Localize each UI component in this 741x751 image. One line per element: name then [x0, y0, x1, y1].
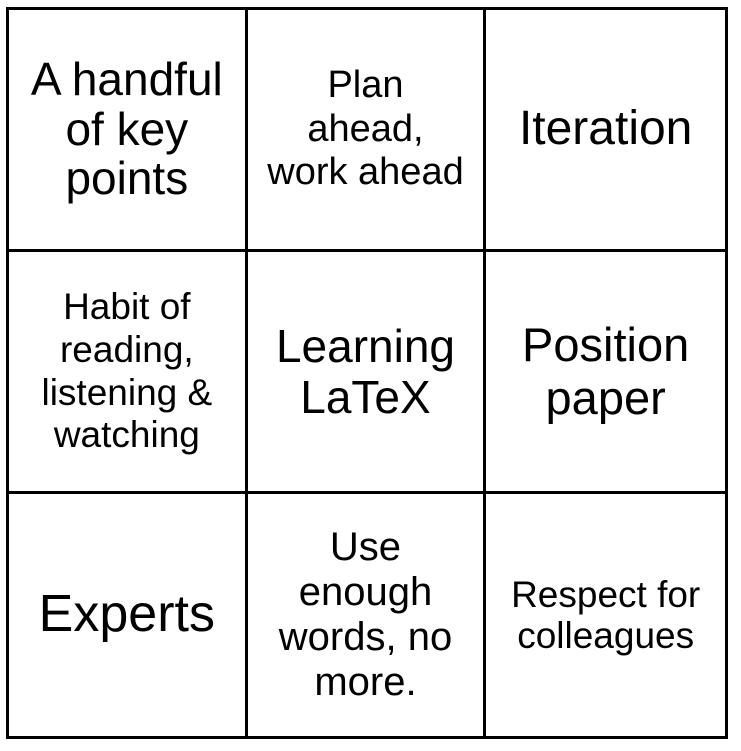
bingo-grid: A handful of key points Plan ahead, work… [6, 7, 728, 739]
grid-cell-6: Position paper [486, 252, 725, 494]
cell-text: Iteration [518, 102, 693, 156]
cell-text: Respect for colleagues [511, 573, 701, 656]
cell-text: Position paper [522, 317, 690, 424]
cell-text: A handful of key points [30, 52, 223, 205]
cell-text: Plan ahead, work ahead [267, 63, 464, 194]
cell-text: Experts [38, 585, 215, 644]
grid-cell-9: Respect for colleagues [486, 494, 725, 736]
grid-cell-7: Experts [9, 494, 248, 736]
cell-text: Use enough words, no more. [278, 525, 453, 704]
grid-cell-2: Plan ahead, work ahead [247, 10, 487, 252]
grid-cell-1: A handful of key points [9, 10, 248, 252]
grid-cell-3: Iteration [486, 10, 725, 252]
cell-text: Learning LaTeX [275, 319, 456, 423]
grid-cell-8: Use enough words, no more. [248, 494, 487, 736]
grid-cell-5: Learning LaTeX [247, 252, 487, 494]
grid-cell-4: Habit of reading, listening & watching [9, 252, 248, 494]
cell-text: Habit of reading, listening & watching [41, 286, 213, 456]
